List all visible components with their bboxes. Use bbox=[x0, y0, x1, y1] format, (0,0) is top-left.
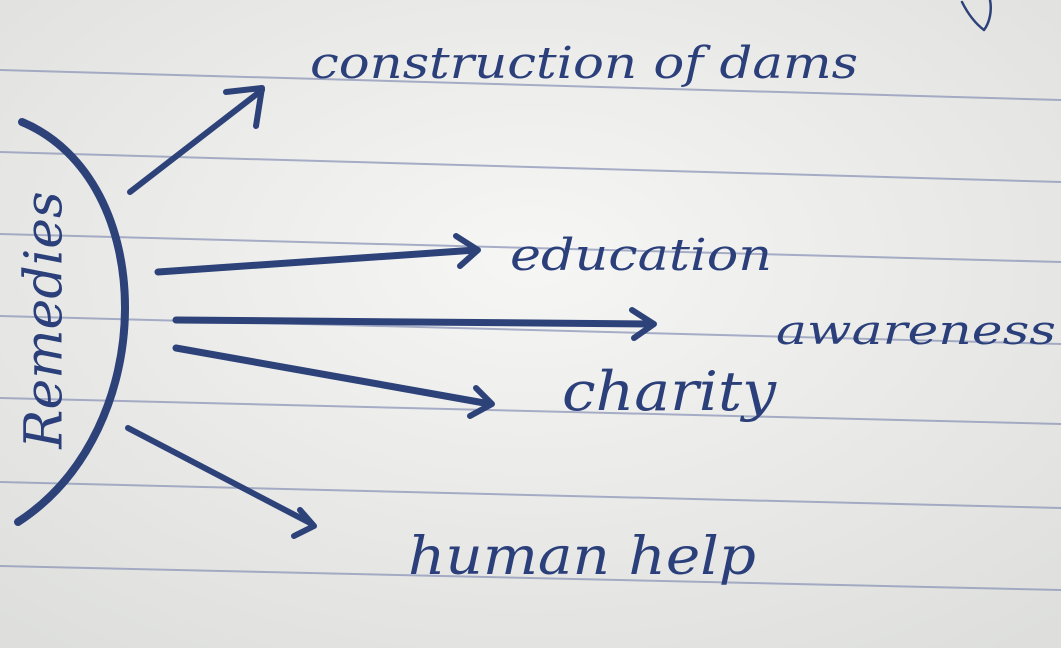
rule-line bbox=[0, 397, 1061, 425]
rule-line bbox=[0, 233, 1061, 263]
rule-line bbox=[0, 565, 1061, 591]
arrow-human-help bbox=[125, 425, 317, 539]
stray-pen-mark bbox=[960, 0, 992, 32]
arrow-charity bbox=[172, 344, 495, 419]
arrows bbox=[125, 85, 657, 539]
arrow-education bbox=[154, 233, 481, 276]
rule-line bbox=[0, 69, 1061, 101]
branch-label-awareness: awareness bbox=[776, 308, 1056, 354]
root-label: Remedies bbox=[15, 191, 75, 449]
branch-label-charity: charity bbox=[562, 360, 778, 423]
branch-label-education: education bbox=[510, 230, 772, 281]
rule-line bbox=[0, 481, 1061, 509]
arrow-awareness bbox=[172, 307, 657, 341]
branch-label-human-help: human help bbox=[408, 527, 756, 587]
branch-label-construction: construction of dams bbox=[310, 38, 858, 89]
arrow-construction bbox=[127, 85, 265, 195]
bracket-curve bbox=[14, 118, 129, 526]
